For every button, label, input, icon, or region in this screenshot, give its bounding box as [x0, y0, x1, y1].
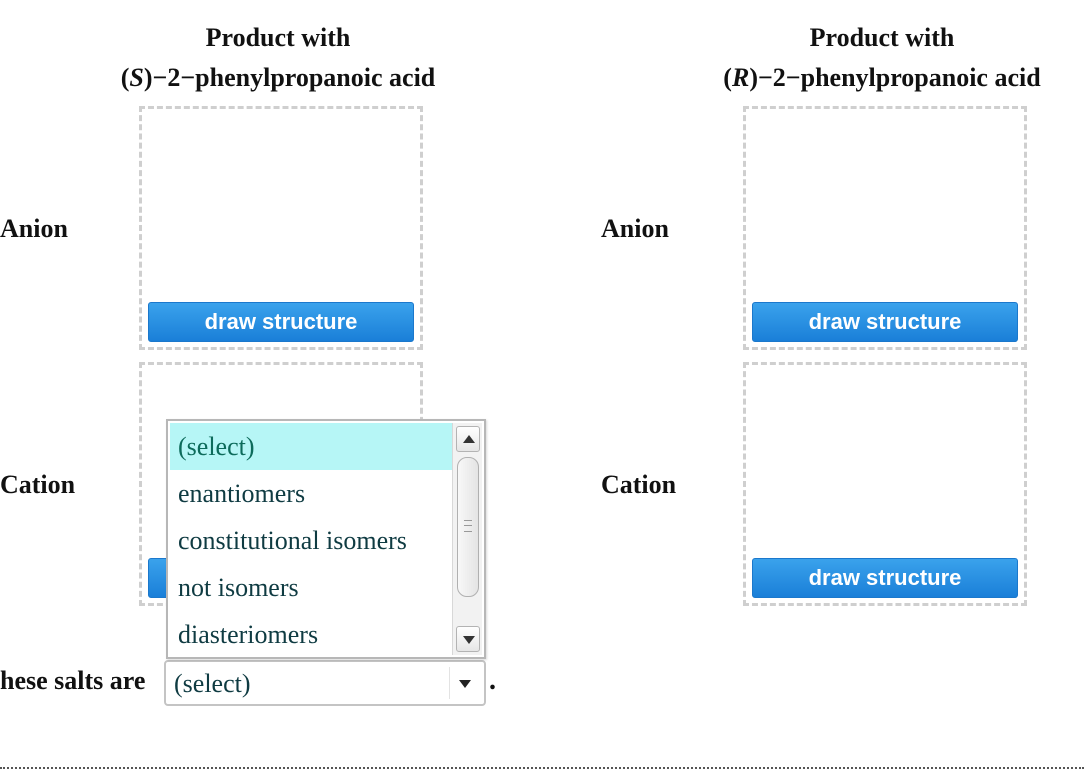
sentence-prefix: hese salts are	[0, 666, 146, 695]
compound-name-r: 2−phenylpropanoic acid	[772, 63, 1041, 92]
draw-structure-button[interactable]: draw structure	[752, 302, 1018, 342]
row-label-anion-left: Anion	[0, 214, 68, 243]
config-label-r: R	[731, 63, 750, 92]
structure-dropzone-r-anion[interactable]: draw structure	[743, 106, 1027, 350]
row-label-anion-right: Anion	[601, 214, 669, 243]
structure-dropzone-s-anion[interactable]: draw structure	[139, 106, 423, 350]
dropdown-option-select[interactable]: (select)	[170, 423, 452, 470]
scroll-thumb[interactable]	[457, 457, 479, 597]
isomer-select[interactable]: (select)	[164, 660, 486, 706]
draw-structure-button[interactable]: draw structure	[148, 302, 414, 342]
column-header-line1: Product with	[205, 23, 351, 52]
chevron-down-icon	[449, 667, 480, 699]
select-current-value: (select)	[174, 669, 251, 698]
isomer-dropdown-list[interactable]: (select) enantiomers constitutional isom…	[166, 419, 486, 659]
dropdown-option-constitutional-isomers[interactable]: constitutional isomers	[178, 526, 407, 555]
scroll-down-arrow-icon[interactable]	[456, 626, 480, 652]
draw-structure-button[interactable]: draw structure	[752, 558, 1018, 598]
column-header-line2: (S)−2−phenylpropanoic acid	[120, 63, 436, 92]
dropdown-option-enantiomers[interactable]: enantiomers	[178, 479, 306, 508]
row-label-cation-right: Cation	[601, 470, 677, 499]
dropdown-option-diasteriomers[interactable]: diasteriomers	[178, 620, 319, 649]
column-header-r: Product with (R)−2−phenylpropanoic acid	[692, 18, 1072, 98]
divider	[0, 767, 1084, 769]
column-header-s: Product with (S)−2−phenylpropanoic acid	[88, 18, 468, 98]
column-header-line2: (R)−2−phenylpropanoic acid	[723, 63, 1041, 92]
grip-icon	[464, 520, 472, 532]
scroll-up-arrow-icon[interactable]	[456, 426, 480, 452]
dropdown-option-not-isomers[interactable]: not isomers	[178, 573, 299, 602]
sentence-suffix: .	[489, 665, 496, 696]
config-label-s: S	[129, 63, 144, 92]
dropdown-options: (select) enantiomers constitutional isom…	[170, 423, 452, 658]
dropdown-scrollbar[interactable]	[452, 423, 482, 655]
structure-dropzone-r-cation[interactable]: draw structure	[743, 362, 1027, 606]
compound-name-s: 2−phenylpropanoic acid	[167, 63, 436, 92]
row-label-cation-left: Cation	[0, 470, 76, 499]
column-header-line1: Product with	[809, 23, 955, 52]
